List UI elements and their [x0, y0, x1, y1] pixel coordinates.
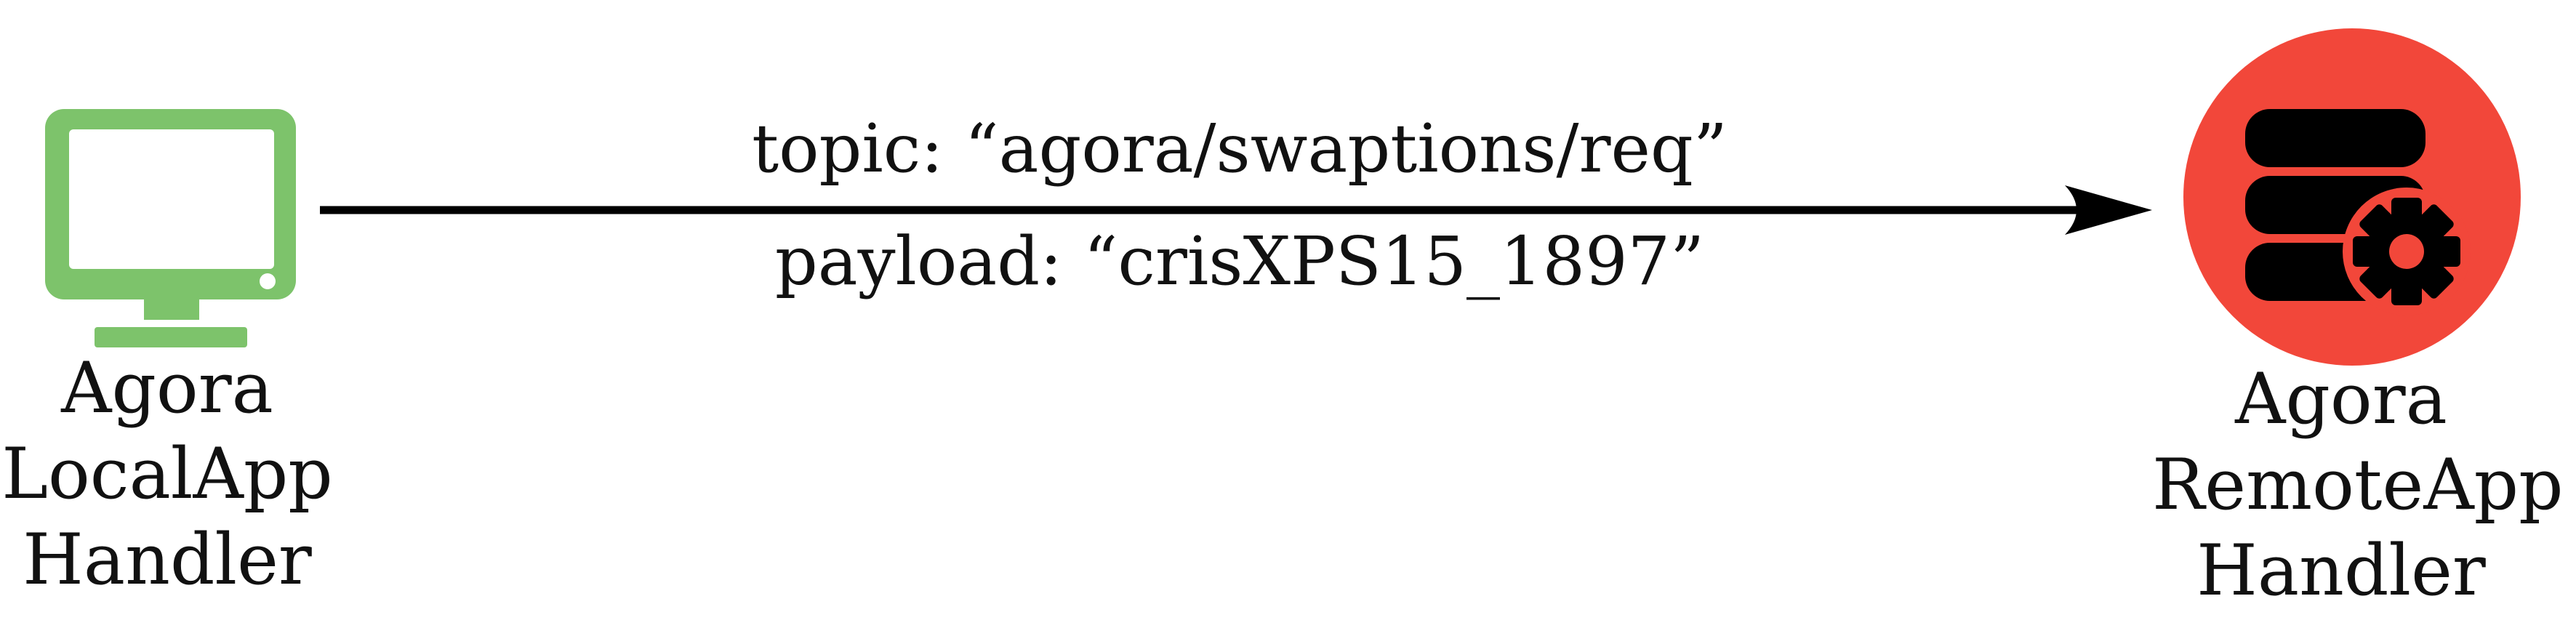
remote-label-line3: Handler — [2196, 530, 2486, 611]
remote-handler-label: Agora RemoteApp Handler — [2152, 356, 2564, 613]
local-label-line3: Handler — [23, 519, 312, 600]
message-payload: payload: “crisXPS15_1897” — [774, 222, 1705, 300]
message-topic: topic: “agora/swaptions/req” — [752, 110, 1728, 188]
local-label-line2: LocalApp — [1, 433, 333, 515]
request-arrow — [320, 185, 2152, 235]
remote-label-line2: RemoteApp — [2152, 444, 2564, 526]
local-handler-label: Agora LocalApp Handler — [0, 345, 334, 603]
local-label-line1: Agora — [61, 347, 273, 429]
monitor-icon — [45, 109, 296, 347]
remote-label-line1: Agora — [2235, 358, 2447, 440]
database-gear-icon — [2183, 28, 2521, 366]
